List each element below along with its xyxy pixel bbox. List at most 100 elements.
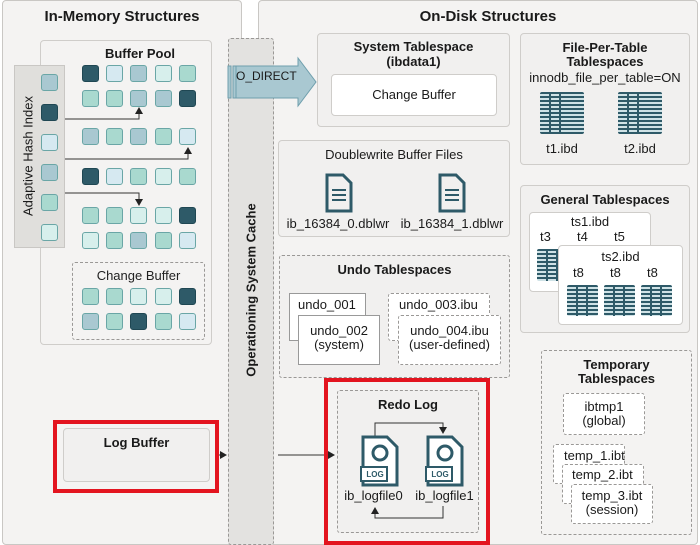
dblwr-file-1: ib_16384_1.dblwr: [400, 216, 504, 231]
temp-3-name: temp_3.ibt: [581, 488, 643, 503]
undo-004-name: undo_004.ibu: [410, 323, 489, 338]
on-disk-title: On-Disk Structures: [419, 8, 557, 25]
redo-log: Redo Log LOG LOG ib_logfile0 ib_logfile1: [337, 390, 479, 533]
change-buffer-page: [130, 313, 147, 330]
ibtmp1: ibtmp1(global): [563, 393, 645, 435]
log-file-icon: [425, 435, 464, 487]
buffer-page: [106, 65, 123, 82]
buffer-page: [130, 128, 147, 145]
change-buffer-page: [155, 313, 172, 330]
hash-entry: [41, 104, 58, 121]
buffer-page: [155, 65, 172, 82]
file-per-table-setting: innodb_file_per_table=ON: [529, 70, 681, 85]
change-buffer-page: [179, 288, 196, 305]
change-buffer-page: [130, 288, 147, 305]
log-label: LOG: [431, 470, 449, 479]
buffer-page: [106, 168, 123, 185]
buffer-page: [179, 65, 196, 82]
buffer-page: [179, 168, 196, 185]
buffer-page: [155, 168, 172, 185]
undo-002: undo_002(system): [298, 315, 380, 365]
table-icon: [604, 285, 635, 316]
buffer-page: [82, 90, 99, 107]
change-buffer-page: [82, 288, 99, 305]
buffer-page: [179, 207, 196, 224]
change-buffer-page: [106, 313, 123, 330]
general-title: General Tablespaces: [540, 192, 670, 207]
ts1-label: ts1.ibd: [570, 214, 610, 229]
buffer-pool-title: Buffer Pool: [104, 46, 176, 61]
ts2-table: t8: [647, 265, 658, 280]
buffer-page: [106, 232, 123, 249]
buffer-page: [179, 232, 196, 249]
change-buffer-page: [82, 313, 99, 330]
ts2-table: t8: [610, 265, 621, 280]
buffer-page: [179, 90, 196, 107]
fpt-title-1: File-Per-Table: [562, 40, 648, 55]
change-buffer-page: [179, 313, 196, 330]
buffer-page: [155, 232, 172, 249]
buffer-page: [130, 65, 147, 82]
buffer-page: [130, 168, 147, 185]
buffer-page: [82, 65, 99, 82]
hash-entry: [41, 74, 58, 91]
general-tablespaces: General Tablespaces ts1.ibd t3 t4 t5 ts2…: [520, 185, 690, 333]
ts2-ibd: ts2.ibd t8 t8 t8: [558, 245, 683, 325]
hash-entry: [41, 194, 58, 211]
logfile-1: ib_logfile1: [415, 488, 474, 503]
buffer-page: [82, 168, 99, 185]
logfile-0: ib_logfile0: [344, 488, 403, 503]
undo-004-note: (user-defined): [409, 337, 490, 352]
system-change-buffer: Change Buffer: [331, 74, 497, 116]
file-t2: t2.ibd: [624, 141, 656, 156]
log-file-icon: [360, 435, 399, 487]
buffer-page: [130, 207, 147, 224]
undo-004: undo_004.ibu(user-defined): [398, 315, 501, 365]
table-icon: [537, 249, 559, 281]
hash-entry: [41, 134, 58, 151]
buffer-page: [179, 128, 196, 145]
table-icon: [540, 92, 584, 134]
system-tablespace: System Tablespace(ibdata1) Change Buffer: [317, 33, 510, 127]
buffer-page: [106, 128, 123, 145]
in-memory-title: In-Memory Structures: [44, 8, 200, 25]
undo-002-name: undo_002: [310, 323, 368, 338]
os-cache: [228, 38, 274, 545]
hash-entry: [41, 164, 58, 181]
temp-title-2: Tablespaces: [577, 371, 656, 386]
doublewrite-buffer-files: Doublewrite Buffer Files ib_16384_0.dblw…: [278, 140, 510, 237]
change-buffer-page: [106, 288, 123, 305]
file-t1: t1.ibd: [546, 141, 578, 156]
ibtmp1-name: ibtmp1: [584, 399, 624, 414]
dblwr-file-0: ib_16384_0.dblwr: [286, 216, 390, 231]
buffer-page: [106, 90, 123, 107]
table-icon: [641, 285, 672, 316]
buffer-page: [82, 232, 99, 249]
temp-3-note: (session): [585, 502, 639, 517]
change-buffer: Change Buffer: [72, 262, 205, 340]
redo-icons: [360, 422, 464, 519]
system-tablespace-title: System Tablespace(ibdata1): [318, 39, 509, 69]
o-direct-label: O_DIRECT: [236, 69, 297, 83]
ts2-label: ts2.ibd: [601, 249, 640, 264]
temp-title-1: Temporary: [583, 357, 650, 372]
change-buffer-title: Change Buffer: [96, 268, 181, 283]
log-buffer: Log Buffer: [63, 428, 210, 482]
table-icon: [567, 285, 598, 316]
ts1-table: t5: [614, 229, 625, 244]
change-buffer-page: [155, 288, 172, 305]
doublewrite-title: Doublewrite Buffer Files: [325, 147, 463, 162]
ts2-table: t8: [573, 265, 584, 280]
undo-002-note: (system): [314, 337, 364, 352]
ts1-table: t4: [577, 229, 588, 244]
buffer-page: [82, 207, 99, 224]
redo-title: Redo Log: [378, 397, 438, 412]
log-buffer-highlight: [53, 420, 219, 493]
buffer-page: [155, 90, 172, 107]
system-tablespace-file: (ibdata1): [386, 54, 441, 69]
fpt-title-2: Tablespaces: [566, 54, 644, 69]
temp-3: temp_3.ibt(session): [571, 484, 653, 524]
